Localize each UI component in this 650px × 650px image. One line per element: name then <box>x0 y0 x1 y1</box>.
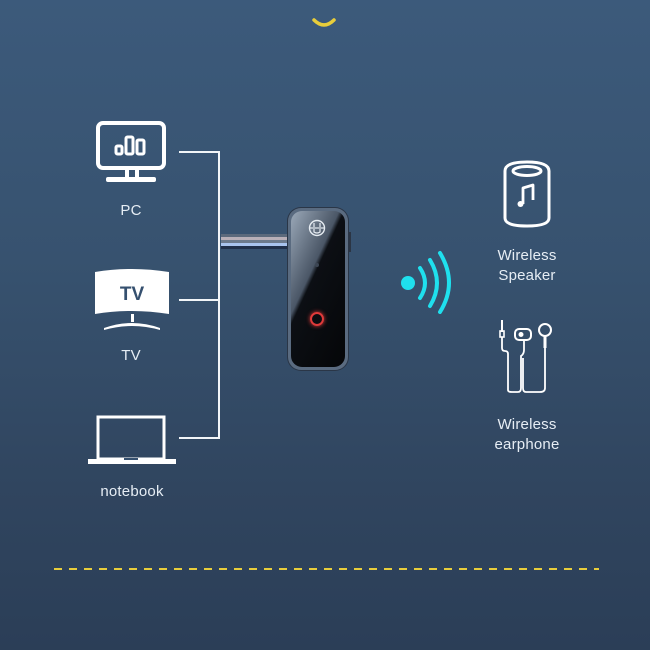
source-label-tv: TV <box>121 347 141 364</box>
monitor-chart-icon <box>96 121 166 182</box>
dashed-divider <box>54 568 599 570</box>
connector-notebook <box>179 437 220 439</box>
target-label-earphone-line1: Wireless <box>497 416 557 433</box>
laptop-icon <box>88 415 176 464</box>
target-label-speaker-line1: Wireless <box>497 247 557 264</box>
earphones-icon <box>499 320 552 393</box>
target-label-speaker-line2: Speaker <box>498 267 556 284</box>
audio-jack-cable <box>221 234 291 252</box>
power-button-icon[interactable] <box>310 312 324 326</box>
connector-tv <box>179 299 220 301</box>
brand-logo-icon <box>308 219 326 237</box>
source-label-notebook: notebook <box>100 483 164 500</box>
target-label-earphone-line2: earphone <box>494 436 560 453</box>
wireless-signal-icon <box>401 251 451 314</box>
curved-tv-icon: TV <box>95 269 169 330</box>
microphone-hole <box>315 263 319 267</box>
connector-pc <box>179 151 220 153</box>
connector-vertical <box>218 151 220 439</box>
bluetooth-adapter-icon <box>288 208 351 370</box>
tv-icon-text: TV <box>120 284 145 305</box>
speaker-music-icon <box>503 160 551 228</box>
smile-arc-icon <box>312 18 336 27</box>
side-button[interactable] <box>349 232 351 252</box>
source-label-pc: PC <box>120 202 142 219</box>
